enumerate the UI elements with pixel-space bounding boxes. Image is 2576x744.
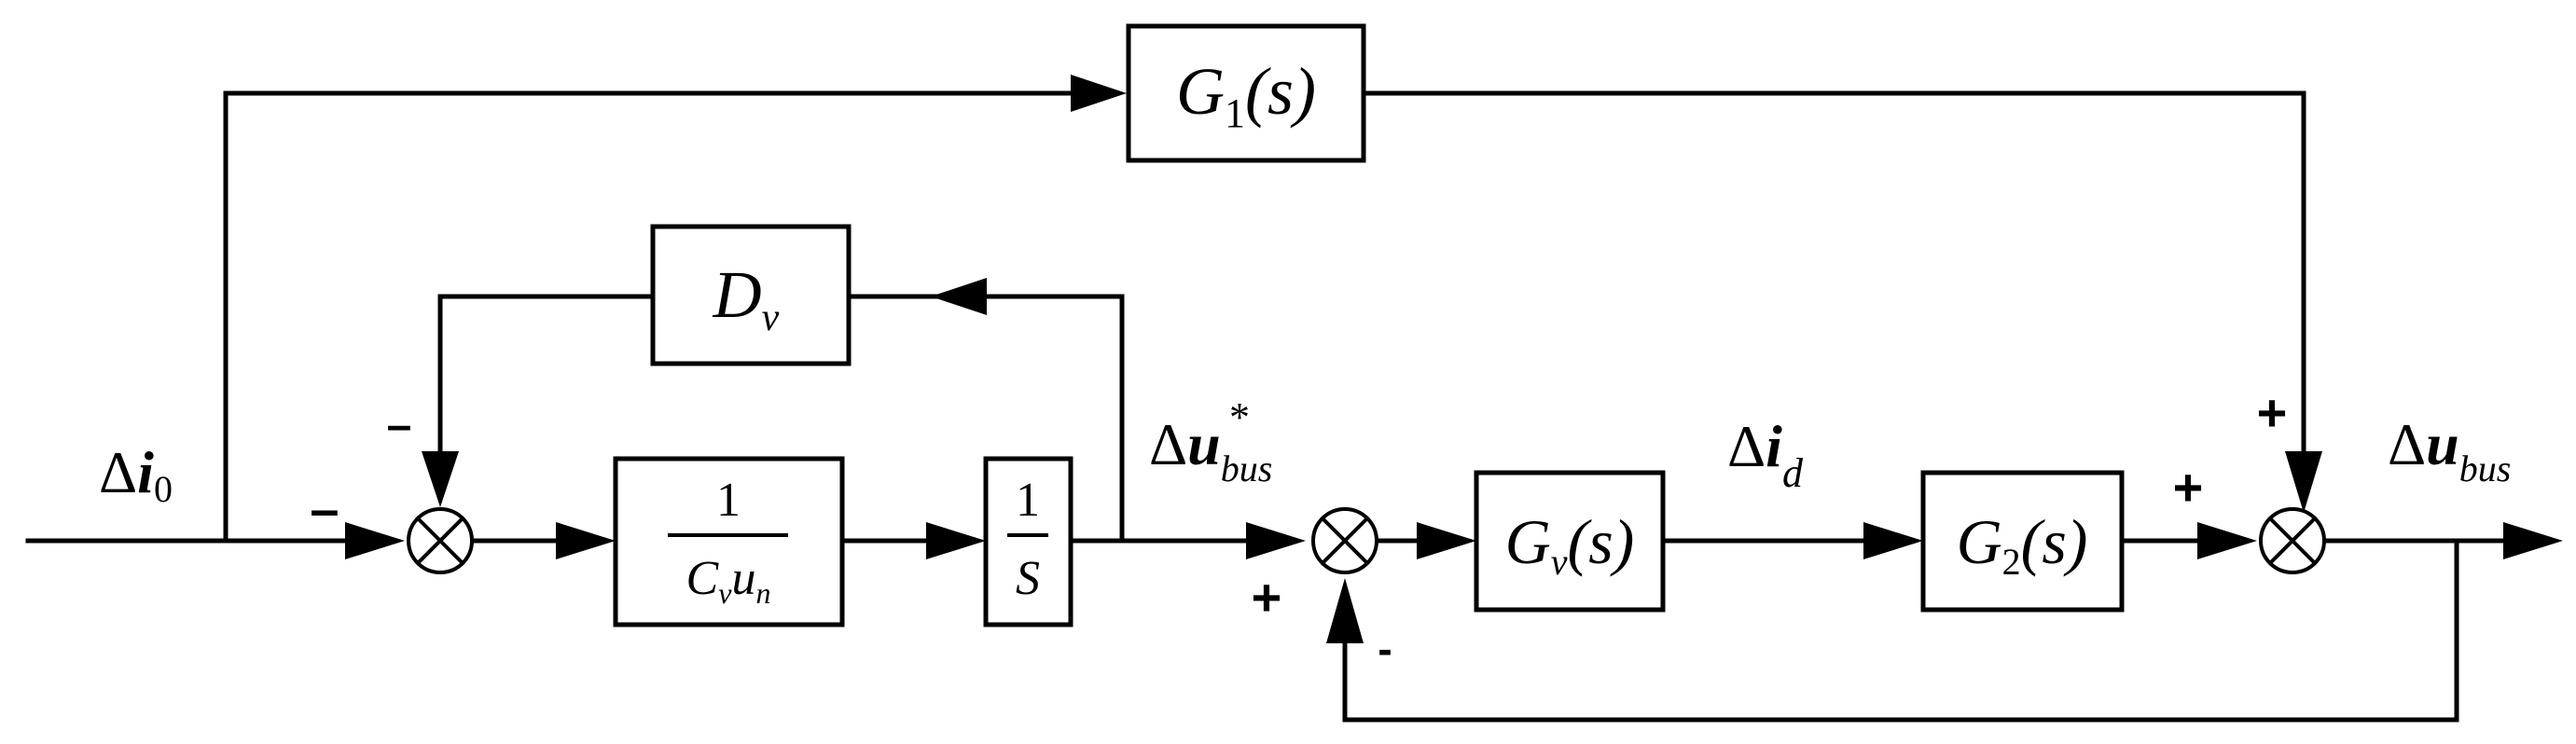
- block-g1: G1(s): [1126, 23, 1366, 163]
- block-inv-cv-un-box: [613, 456, 845, 627]
- signal-delta-ubus-ref: Δubus: [1149, 411, 1272, 489]
- block-g2: G2(s): [1920, 470, 2125, 613]
- block-inv-cv-un: 1 Cvun: [613, 456, 845, 627]
- signal-wires: [25, 90, 2512, 723]
- arrow-to-g1: [1071, 75, 1127, 112]
- arrow-to-cvun: [556, 522, 616, 559]
- block-dv-box: [650, 224, 852, 366]
- block-g1-label: G1(s): [1176, 54, 1316, 136]
- block-g2-label: G2(s): [1957, 506, 2088, 583]
- arrow-to-integ: [926, 522, 986, 559]
- arrow-to-gv: [1417, 522, 1476, 559]
- signal-delta-ubus-ref-star: *: [1229, 394, 1250, 440]
- block-inv-cv-un-numerator: 1: [716, 474, 741, 527]
- block-inv-cv-un-denominator: Cvun: [686, 552, 771, 610]
- summing-junction-3: [2259, 507, 2326, 574]
- sign-s1-top: –: [387, 401, 412, 450]
- block-gv: Gv(s): [1474, 470, 1666, 613]
- arrow-output: [2503, 522, 2563, 559]
- block-dv-label: Dv: [713, 257, 780, 339]
- summing-junction-2: [1311, 507, 1378, 574]
- arrow-to-g2: [1863, 522, 1923, 559]
- arrow-g1-to-s3: [2285, 451, 2322, 513]
- sign-s3-left: +: [2173, 458, 2204, 517]
- summing-junction-1: [407, 507, 474, 574]
- block-integrator: 1 S: [983, 456, 1073, 627]
- block-integrator-box: [983, 456, 1073, 627]
- block-g1-box: [1126, 23, 1366, 163]
- sign-s1-left: –: [310, 479, 339, 538]
- arrow-fb-to-s2: [1326, 578, 1364, 643]
- block-integrator-numerator: 1: [1016, 474, 1040, 527]
- summing-junction-2-cross-b: [1320, 516, 1370, 566]
- summing-junction-1-cross-b: [415, 516, 465, 566]
- arrow-to-s1: [345, 522, 405, 559]
- summing-junction-3-cross-b: [2267, 516, 2318, 566]
- sign-s2-bottom-plus: +: [1252, 568, 1282, 627]
- signal-delta-ubus: Δubus: [2388, 411, 2511, 489]
- arrow-to-s3: [2197, 522, 2257, 559]
- arrowheads: [345, 75, 2563, 643]
- block-gv-label: Gv(s): [1505, 506, 1635, 583]
- block-g2-box: [1920, 470, 2125, 613]
- signal-delta-id: Δid: [1727, 413, 1804, 496]
- signal-delta-i0: Δi0: [99, 439, 173, 510]
- arrow-to-s2: [1246, 522, 1306, 559]
- arrow-dv-to-s1: [422, 451, 459, 507]
- block-dv: Dv: [650, 224, 852, 366]
- block-integrator-denominator: S: [1016, 552, 1040, 605]
- block-gv-box: [1474, 470, 1666, 613]
- arrow-dv-loop: [931, 278, 987, 315]
- sign-s3-top: +: [2257, 383, 2288, 442]
- sign-s2-bottom-minus: -: [1378, 625, 1392, 673]
